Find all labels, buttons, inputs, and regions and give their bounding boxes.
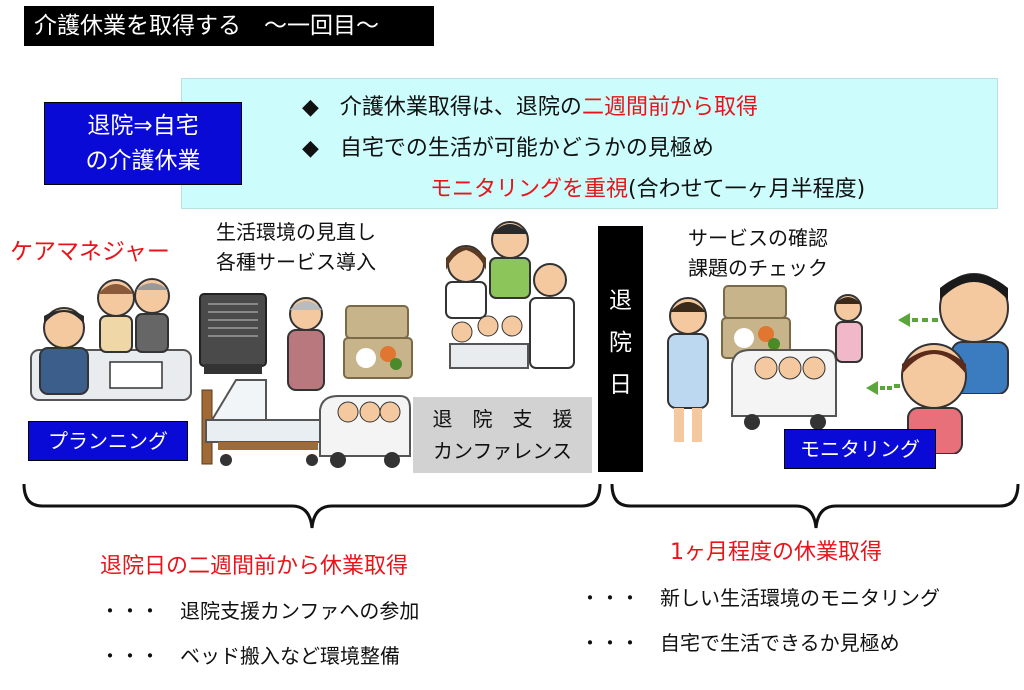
info-bullet-2-text: 自宅での生活が可能かどうかの見極め [339,136,714,161]
service-check-label: サービスの確認 [688,226,828,250]
meal-box-illustration-2 [721,285,791,359]
left-period-item-2: ・・・ ベッド搬入など環境整備 [100,644,400,668]
info-line-3-highlight: モニタリングを重視 [430,177,629,202]
day-service-van-illustration [319,395,411,468]
info-line-3-text: (合わせて一ヶ月半程度) [628,177,866,202]
issue-check-label: 課題のチェック [688,256,828,280]
info-bullet-1-text: 介護休業取得は、退院の [339,95,582,120]
caregiver-illustration [667,297,709,442]
right-period-item-1: ・・・ 新しい生活環境のモニタリング [580,586,940,610]
conference-line-1: 退 院 支 援 [432,407,573,431]
leave-type-badge: 退院⇒自宅 の介護休業 [44,102,242,185]
arrow-left-icon [866,381,892,395]
meal-box-illustration [343,305,413,379]
conference-illustration [445,221,575,369]
bullet-diamond-icon: ◆ [302,95,319,120]
woman-waving-illustration [834,294,863,363]
care-manager-meeting-illustration [30,278,192,401]
day-service-van-illustration-2 [731,349,837,430]
info-bullet-2: ◆ 自宅での生活が可能かどうかの見極め [302,130,714,162]
info-bullet-1-highlight: 二週間前から取得 [581,95,758,120]
info-panel: ◆ 介護休業取得は、退院の二週間前から取得 ◆ 自宅での生活が可能かどうかの見極… [181,78,998,209]
info-bullet-1: ◆ 介護休業取得は、退院の二週間前から取得 [302,89,758,121]
elderly-woman-illustration [287,297,325,391]
heater-illustration [199,293,267,374]
care-manager-label: ケアマネジャー [10,239,170,265]
badge-line-2: の介護休業 [85,148,201,174]
right-period-heading: 1ヶ月程度の休業取得 [670,540,882,565]
service-introduction-label: 各種サービス導入 [216,250,376,274]
discharge-day-bar: 退 院 日 [598,226,643,472]
environment-review-label: 生活環境の見直し [216,220,376,244]
page-title: 介護休業を取得する 〜一回目〜 [24,6,434,46]
care-bed-illustration [201,379,327,466]
info-line-3: モニタリングを重視(合わせて一ヶ月半程度) [430,171,865,203]
planning-badge: プランニング [28,421,188,461]
monitoring-badge: モニタリング [784,429,936,469]
discharge-char-1: 退 [609,288,632,314]
right-brace [610,483,1020,529]
badge-line-1: 退院⇒自宅 [87,113,199,139]
bullet-diamond-icon: ◆ [302,136,319,161]
discharge-char-3: 日 [609,372,632,398]
discharge-conference-box: 退 院 支 援 カンファレンス [413,397,592,473]
right-period-item-2: ・・・ 自宅で生活できるか見極め [580,631,900,655]
left-period-item-1: ・・・ 退院支援カンファへの参加 [100,599,420,623]
left-period-heading: 退院日の二週間前から休業取得 [100,554,409,579]
conference-line-2: カンファレンス [433,439,572,463]
discharge-char-2: 院 [609,330,632,356]
left-brace [22,483,602,529]
